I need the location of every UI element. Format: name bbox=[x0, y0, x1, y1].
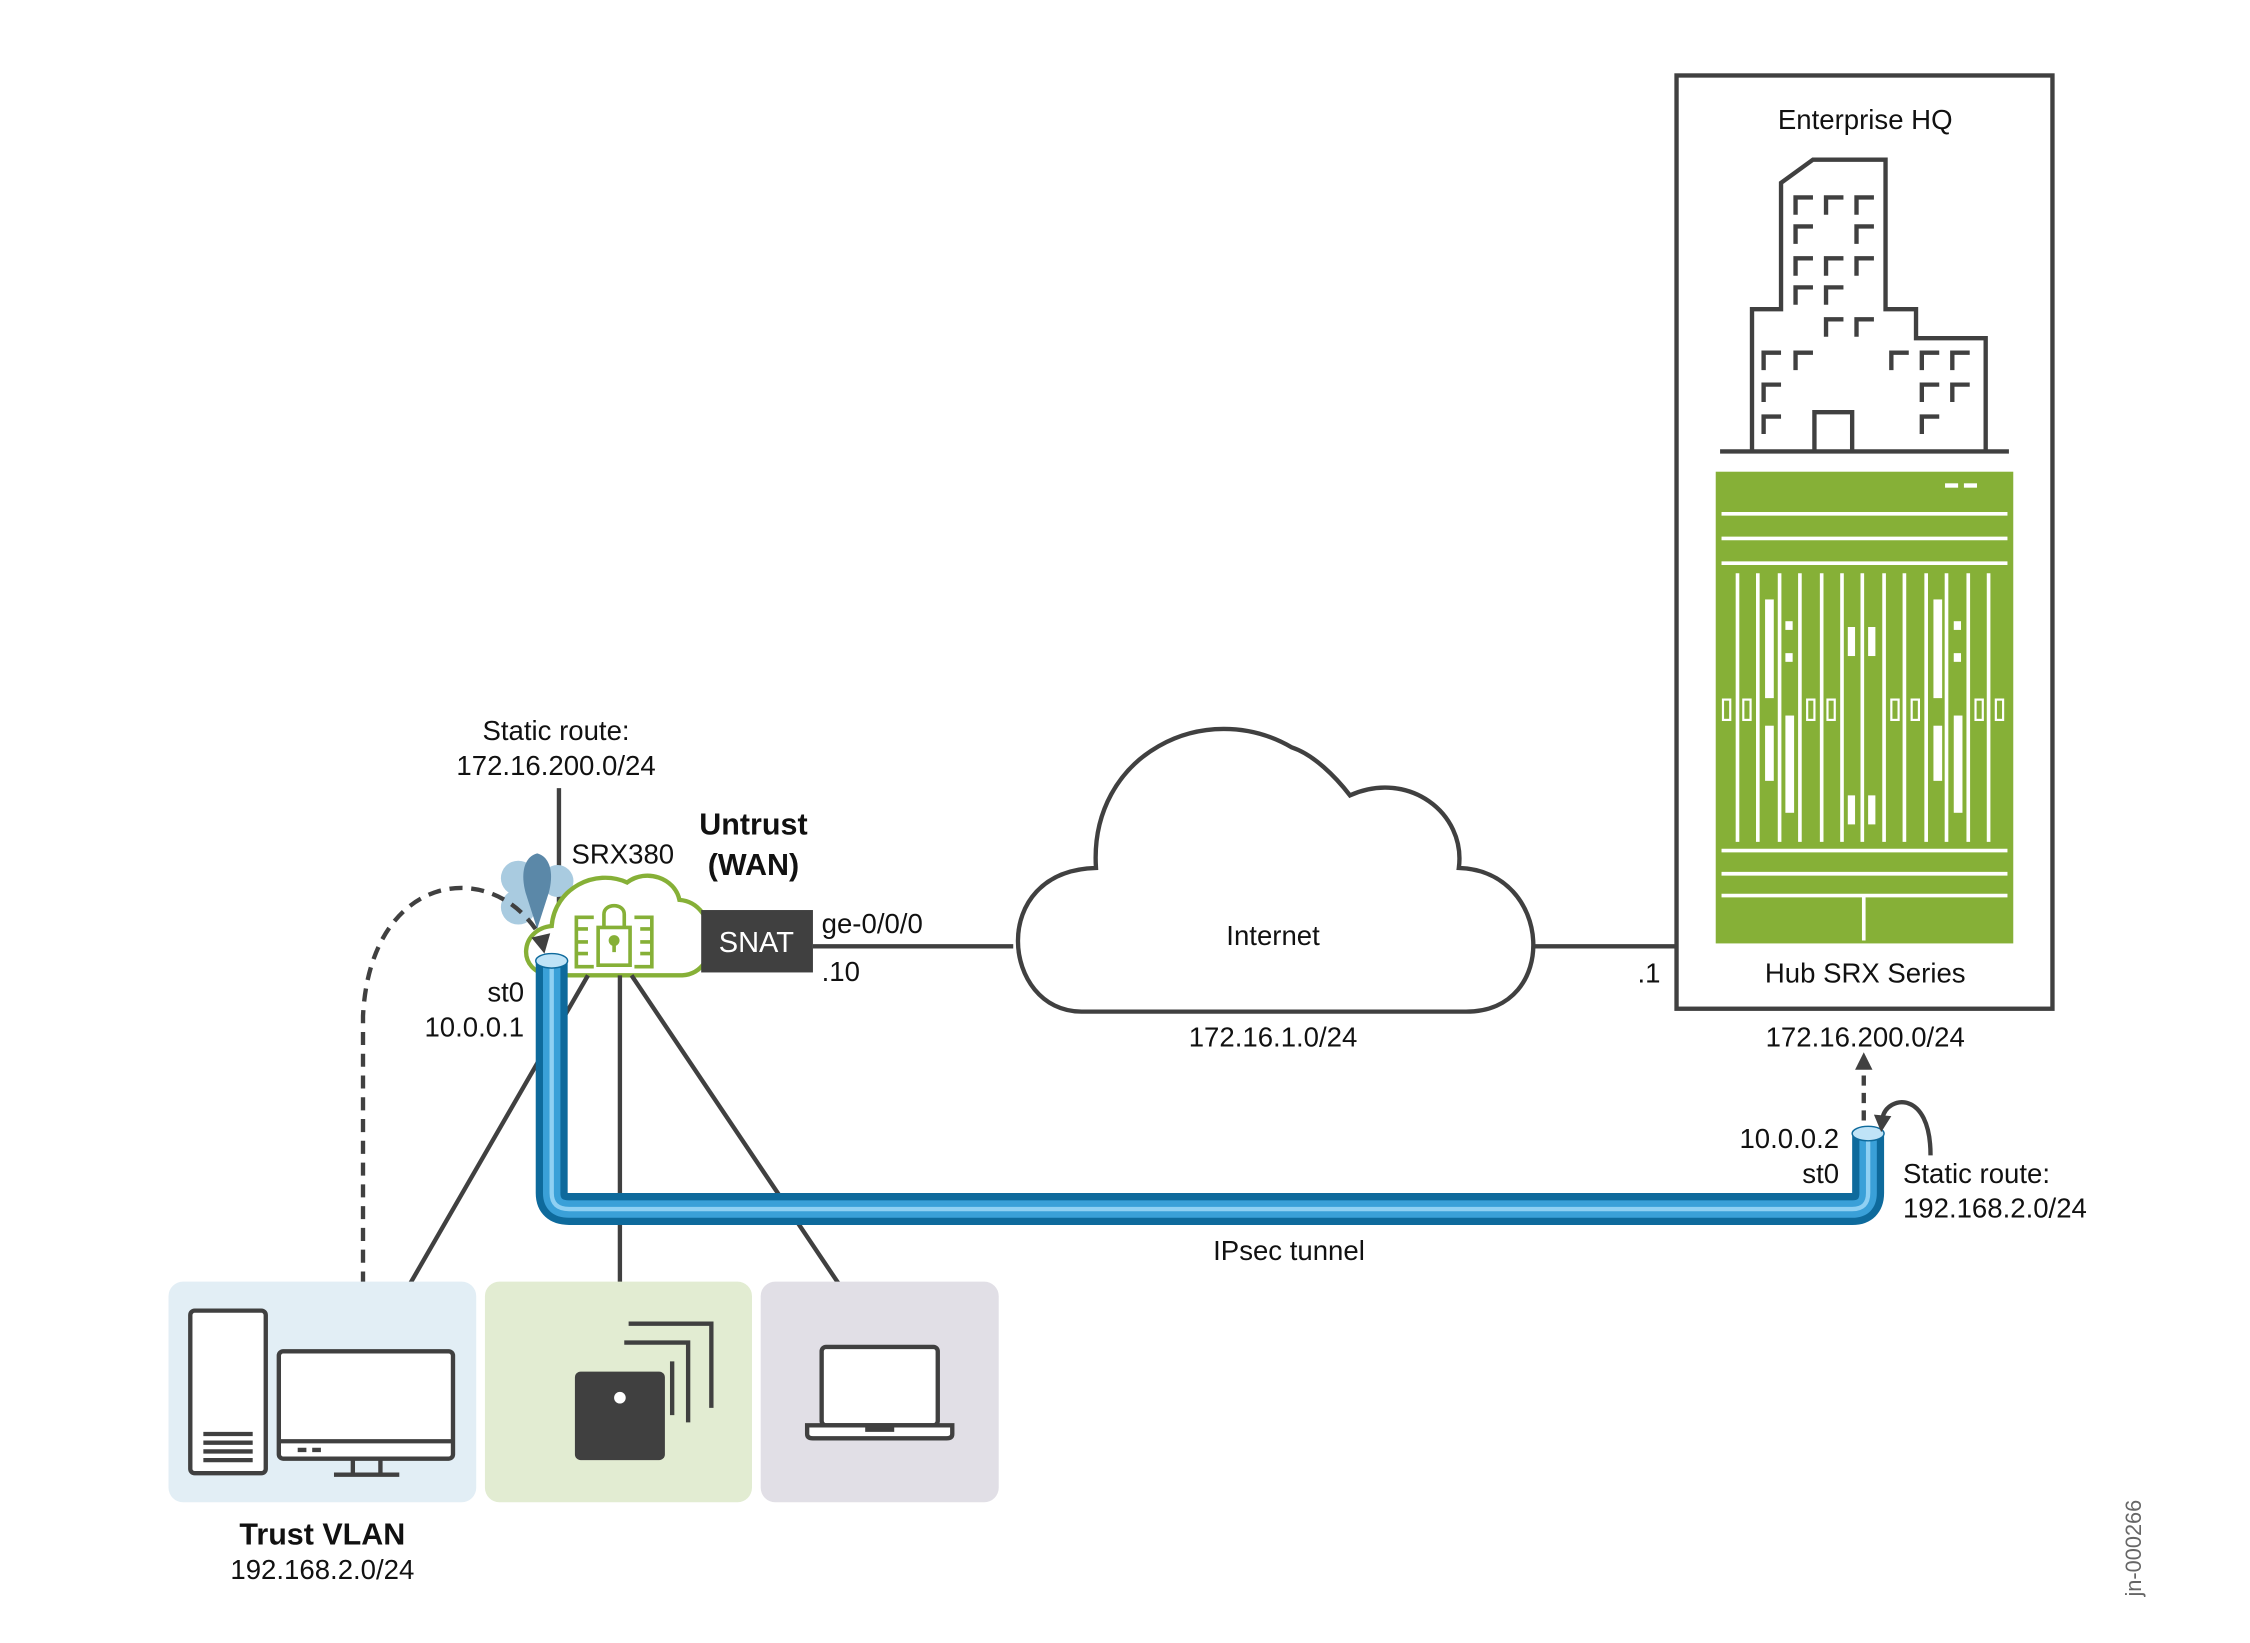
branch-static-route-label: Static route: bbox=[483, 715, 630, 746]
hq-subnet-label: 172.16.200.0/24 bbox=[1766, 1021, 1965, 1052]
hub-static-route-label: Static route: bbox=[1903, 1158, 2050, 1189]
branch-tunnel-if: st0 bbox=[487, 976, 524, 1007]
trust-vlan-subnet: 192.168.2.0/24 bbox=[230, 1554, 414, 1585]
untrust-zone-label-wan: (WAN) bbox=[708, 848, 799, 882]
internet-subnet-label: 172.16.1.0/24 bbox=[1189, 1021, 1358, 1052]
ipsec-tunnel bbox=[535, 962, 1885, 1225]
location-pin-icon bbox=[500, 853, 574, 929]
return-traffic-dashed-arrow bbox=[360, 885, 542, 1350]
hq-box bbox=[1674, 73, 2055, 1011]
figure-id: jn-000266 bbox=[2121, 1500, 2146, 1598]
hub-interface-ip: .1 bbox=[1637, 958, 1660, 989]
snat-box bbox=[701, 910, 813, 973]
hub-tunnel-if: st0 bbox=[1802, 1158, 1839, 1189]
hub-static-route-value: 192.168.2.0/24 bbox=[1903, 1193, 2087, 1224]
hub-srx-chassis-icon bbox=[1715, 471, 2014, 944]
internet-cloud-icon bbox=[1015, 726, 1536, 1014]
laptop-icon bbox=[804, 1344, 955, 1441]
building-icon bbox=[1720, 157, 2009, 454]
hub-device-label: Hub SRX Series bbox=[1765, 958, 1966, 989]
hub-static-route-arrow bbox=[1880, 1100, 1933, 1156]
untrust-zone-label: Untrust bbox=[699, 808, 807, 842]
hq-title: Enterprise HQ bbox=[1778, 104, 1953, 135]
monitor-icon bbox=[276, 1349, 456, 1477]
branch-interface-label: ge-0/0/0 bbox=[822, 908, 923, 939]
wireless-access-point-icon bbox=[574, 1321, 714, 1461]
branch-tunnel-ip: 10.0.0.1 bbox=[424, 1011, 524, 1042]
branch-static-route-value: 172.16.200.0/24 bbox=[456, 750, 655, 781]
hub-tunnel-ip: 10.0.0.2 bbox=[1739, 1123, 1839, 1154]
desktop-tower-icon bbox=[188, 1308, 268, 1476]
trust-vlan-title: Trust VLAN bbox=[239, 1517, 405, 1551]
tunnel-label: IPsec tunnel bbox=[1213, 1235, 1365, 1266]
branch-device-label: SRX380 bbox=[571, 839, 674, 870]
internet-label: Internet bbox=[1226, 920, 1320, 951]
firewall-lock-icon bbox=[574, 903, 654, 969]
branch-interface-ip: .10 bbox=[822, 956, 860, 987]
snat-label: SNAT bbox=[719, 927, 795, 959]
